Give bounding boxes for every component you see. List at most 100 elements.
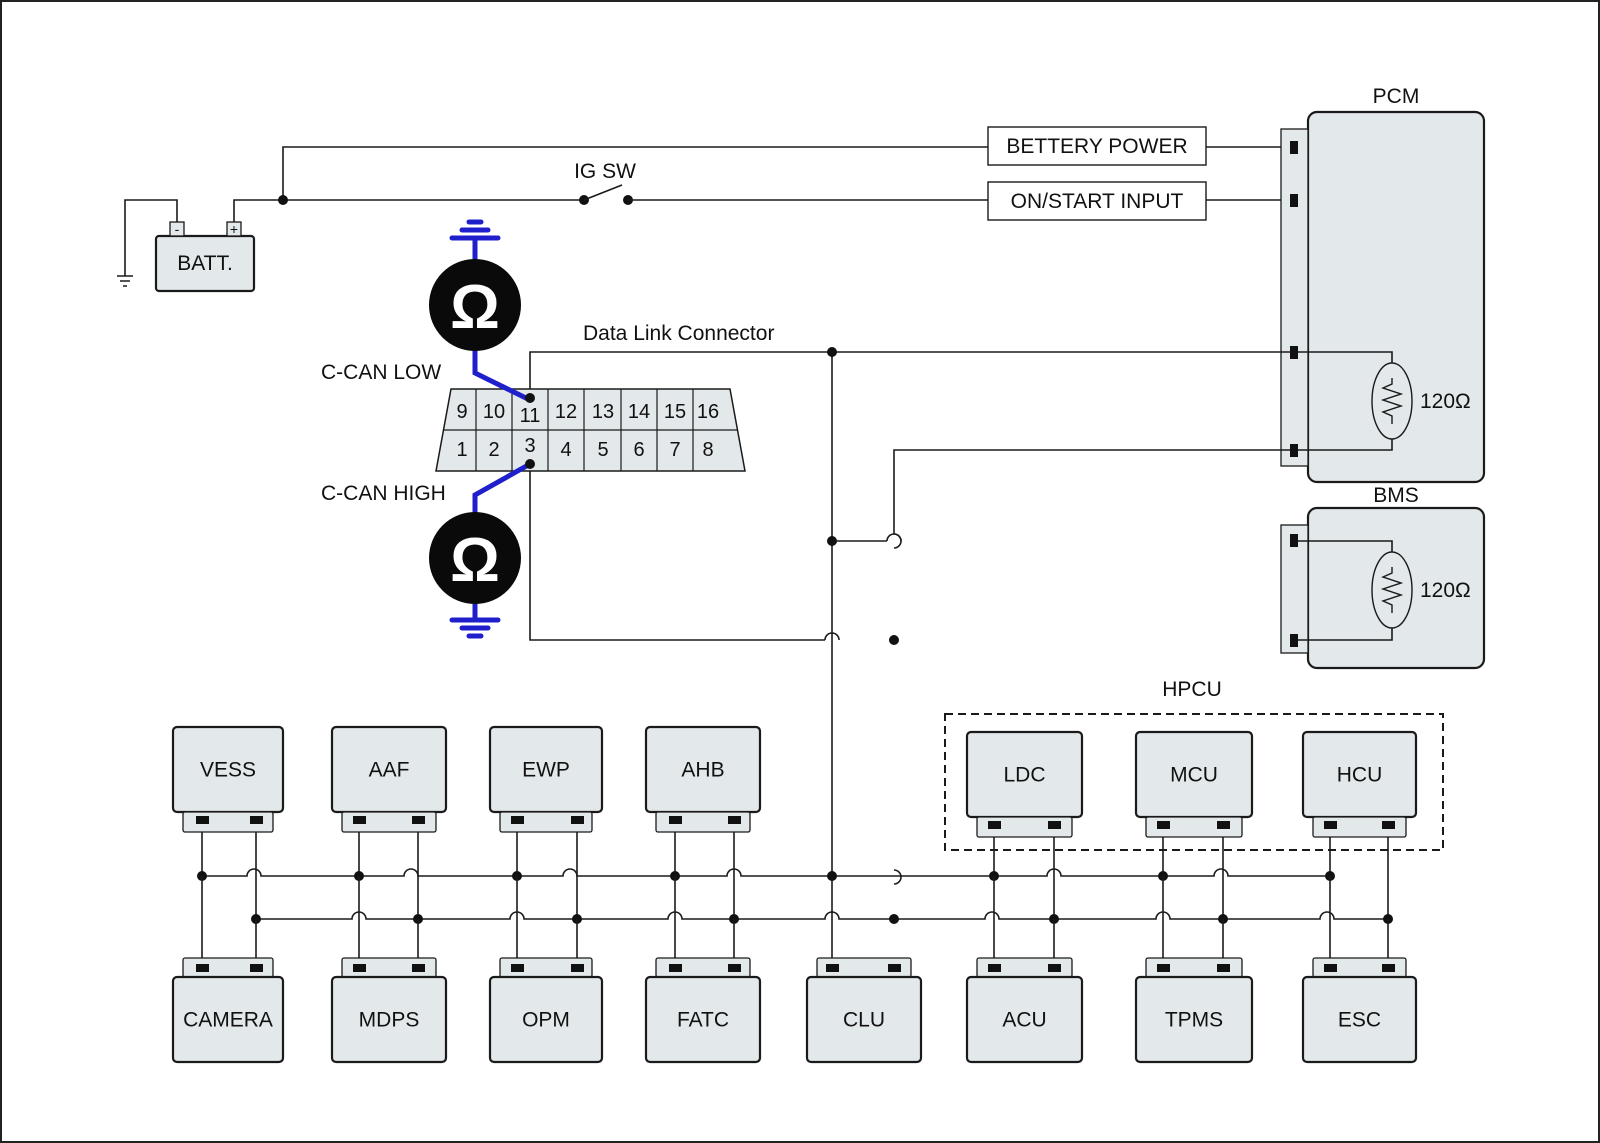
wire-crossover bbox=[893, 869, 902, 885]
camera-module: CAMERA bbox=[171, 876, 285, 1064]
dlc-pin-label: 11 bbox=[520, 405, 541, 427]
can-high-ohmmeter: C-CAN HIGH Ω bbox=[321, 459, 535, 639]
can-high-trunk-wire bbox=[893, 449, 1290, 534]
top-modules: VESS AAF EWP AHB LDC MCU HCU bbox=[171, 725, 1418, 924]
ig-switch-label: IG SW bbox=[574, 160, 636, 183]
dlc-pin-label: 13 bbox=[592, 401, 614, 423]
battery-body bbox=[154, 234, 256, 293]
bms-module: BMS 120Ω bbox=[1280, 484, 1486, 670]
ohmmeter-icon bbox=[429, 259, 521, 351]
aaf-pin bbox=[412, 816, 425, 824]
pcm-pin bbox=[1290, 346, 1298, 359]
battery-power-wire bbox=[282, 146, 988, 200]
dlc-pin-label: 9 bbox=[456, 401, 467, 423]
dlc-pin-label: 16 bbox=[697, 401, 719, 423]
esc-body bbox=[1301, 975, 1418, 1064]
battery-positive-wire bbox=[233, 199, 584, 222]
bms-pin bbox=[1290, 534, 1298, 547]
opm-body bbox=[488, 975, 604, 1064]
pcm-connector bbox=[1280, 128, 1309, 467]
tpms-pin bbox=[1217, 964, 1230, 972]
battery-power-label: BETTERY POWER bbox=[1006, 135, 1187, 158]
opm-pin bbox=[571, 964, 584, 972]
bms-pin bbox=[1290, 634, 1298, 647]
dlc-pin-label: 14 bbox=[628, 401, 650, 423]
hpcu-label: HPCU bbox=[1162, 678, 1222, 701]
ahb-pin bbox=[669, 816, 682, 824]
clu-module: CLU bbox=[805, 871, 923, 1064]
battery-positive-sign: + bbox=[230, 221, 238, 237]
battery: BATT. - + bbox=[154, 221, 256, 293]
mdps-pin bbox=[412, 964, 425, 972]
fatc-pin bbox=[669, 964, 682, 972]
acu-body bbox=[965, 975, 1084, 1064]
battery-power-box bbox=[987, 126, 1207, 166]
dlc-pin-label: 2 bbox=[488, 439, 499, 461]
ahb-pin bbox=[728, 816, 741, 824]
dlc-pin-label: 1 bbox=[456, 439, 467, 461]
fatc-pin bbox=[728, 964, 741, 972]
on-start-input-label: ON/START INPUT bbox=[1011, 190, 1184, 213]
ewp-pin bbox=[571, 816, 584, 824]
probe-tip bbox=[525, 393, 535, 403]
ohm-symbol: Ω bbox=[450, 273, 500, 342]
clu-body bbox=[805, 975, 923, 1064]
can-high-bus-wire bbox=[256, 911, 1388, 920]
on-start-input-box bbox=[987, 181, 1207, 221]
battery-negative-sign: - bbox=[175, 221, 180, 237]
mcu-pin bbox=[1157, 821, 1170, 829]
clu-pin bbox=[888, 964, 901, 972]
vess-pin bbox=[250, 816, 263, 824]
clu-pin bbox=[826, 964, 839, 972]
esc-pin bbox=[1324, 964, 1337, 972]
pcm-resistor-body bbox=[1371, 362, 1413, 440]
tpms-body bbox=[1134, 975, 1254, 1064]
mdps-module: MDPS bbox=[330, 876, 448, 1064]
battery-label: BATT. bbox=[177, 252, 233, 275]
can-low-label: C-CAN LOW bbox=[321, 361, 441, 384]
esc-pin bbox=[1382, 964, 1395, 972]
hcu-module: HCU bbox=[1301, 730, 1418, 924]
dlc-pin-label: 8 bbox=[702, 439, 713, 461]
vess-module: VESS bbox=[171, 725, 285, 924]
aaf-label: AAF bbox=[369, 759, 410, 782]
resistor-icon bbox=[1380, 378, 1404, 424]
mcu-label: MCU bbox=[1170, 764, 1218, 787]
pcm-label: PCM bbox=[1373, 85, 1420, 108]
dlc-pin-label: 12 bbox=[555, 401, 577, 423]
can-low-dlc-to-pcm-wire bbox=[529, 351, 1290, 396]
can-low-probe-lead bbox=[472, 347, 533, 403]
acu-pin bbox=[988, 964, 1001, 972]
aaf-pin bbox=[353, 816, 366, 824]
vess-pin bbox=[196, 816, 209, 824]
dlc-pin-label: 4 bbox=[560, 439, 571, 461]
pcm-module: PCM 120Ω bbox=[1280, 85, 1486, 484]
hpcu-group-box bbox=[944, 713, 1444, 851]
ahb-label: AHB bbox=[681, 759, 724, 782]
acu-pin bbox=[1048, 964, 1061, 972]
fatc-body bbox=[644, 975, 762, 1064]
junction-dot bbox=[889, 914, 899, 924]
camera-pin bbox=[250, 964, 263, 972]
ewp-label: EWP bbox=[522, 759, 570, 782]
junction-dot bbox=[827, 871, 837, 881]
mdps-body bbox=[330, 975, 448, 1064]
battery-ground-wire bbox=[124, 199, 178, 276]
ldc-label: LDC bbox=[1003, 764, 1045, 787]
can-high-probe-lead bbox=[472, 461, 533, 515]
dlc-pin-label: 15 bbox=[664, 401, 686, 423]
bms-resistor-body bbox=[1371, 551, 1413, 629]
pcm-pin bbox=[1290, 141, 1298, 154]
probe-tip bbox=[525, 459, 535, 469]
opm-module: OPM bbox=[488, 876, 604, 1064]
aaf-module: AAF bbox=[330, 725, 448, 924]
can-high-dlc-to-bms-wire bbox=[529, 464, 825, 641]
tpms-module: TPMS bbox=[1134, 876, 1254, 1064]
ohm-symbol: Ω bbox=[450, 526, 500, 595]
dlc-pin-label: 6 bbox=[633, 439, 644, 461]
ahb-module: AHB bbox=[644, 725, 762, 924]
opm-pin bbox=[511, 964, 524, 972]
junction-dot bbox=[827, 347, 837, 357]
